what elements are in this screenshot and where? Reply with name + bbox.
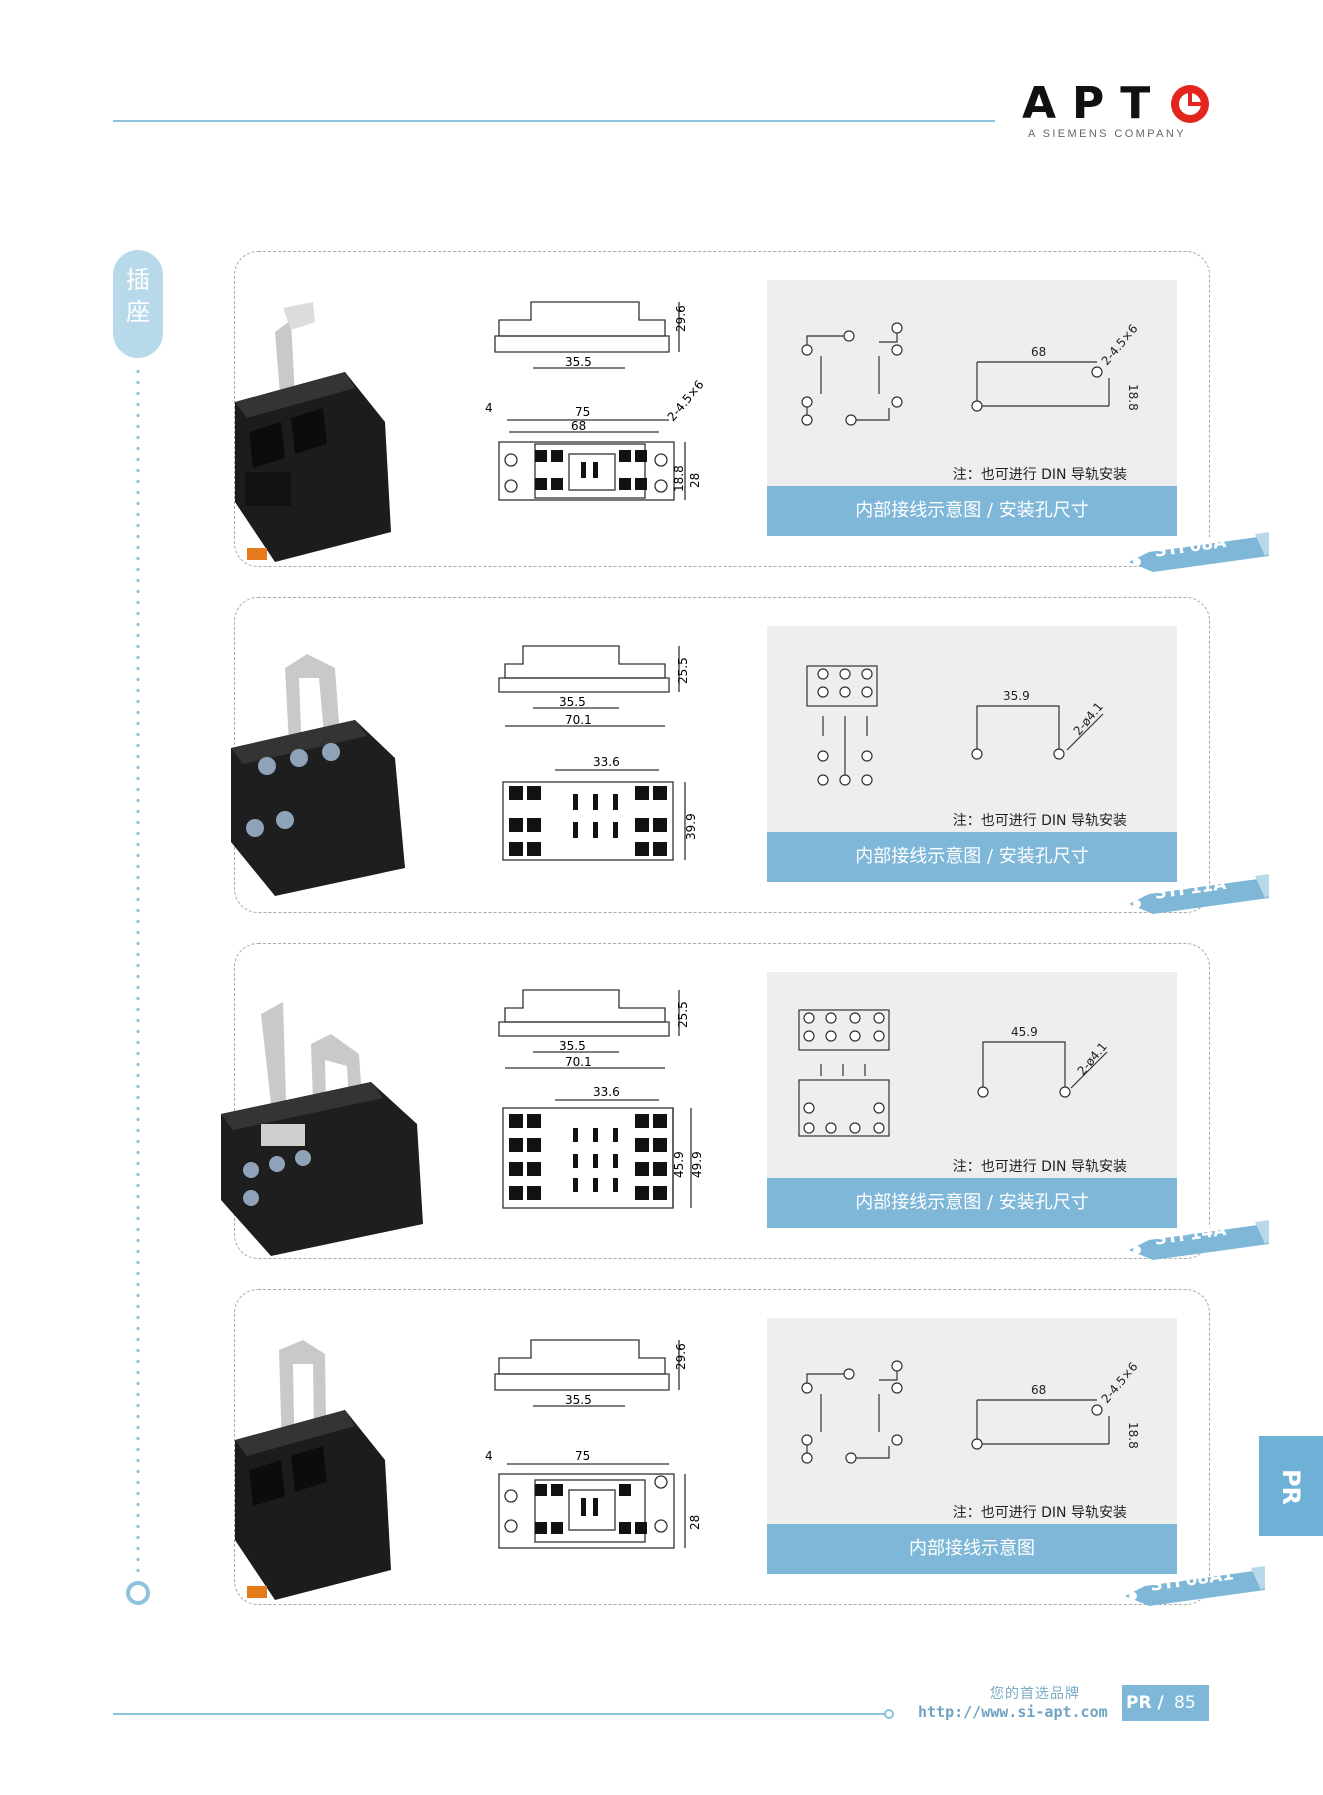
logo-text: APT (1022, 78, 1167, 129)
category-text: 插座 (126, 266, 150, 326)
dim-depth: 28 (688, 1515, 702, 1530)
wiring-panel: 45.9 2-ø4.1 注：也可进行 DIN 导轨安装 内部接线示意图 / 安装… (767, 972, 1177, 1228)
dim-side-height: 29.6 (674, 305, 688, 332)
dim-side-width: 35.5 (559, 1039, 586, 1053)
dim-depth: 39.9 (684, 813, 698, 840)
socket-photo (221, 1002, 423, 1256)
mount-pitch: 45.9 (1011, 1025, 1038, 1039)
model-tag: STF11A (1119, 874, 1269, 918)
footer-slogan: 您的首选品牌 (990, 1686, 1080, 1702)
dim-overall: 75 (575, 405, 590, 419)
dim-side-width: 35.5 (565, 355, 592, 369)
dim-side-width: 35.5 (559, 695, 586, 709)
product-card-stf08a1: 35.5 29.6 75 4 28 68 2-4.5×6 (234, 1289, 1265, 1606)
mount-hole: 2-4.5×6 (1099, 1360, 1141, 1406)
model-tag-shape (1125, 1566, 1265, 1606)
dim-hole-gap: 18.8 (672, 465, 686, 492)
din-rail-note: 注：也可进行 DIN 导轨安装 (952, 813, 1127, 829)
model-tag: STF14A (1119, 1220, 1269, 1264)
model-tag-shape (1129, 1220, 1269, 1260)
dimension-drawing (494, 301, 686, 501)
dim-side-height: 25.5 (676, 657, 690, 684)
section-tab-label: PR (1277, 1468, 1305, 1506)
dimension-labels: 35.5 25.5 70.1 33.6 39.9 (559, 657, 698, 840)
din-rail-note: 注：也可进行 DIN 导轨安装 (952, 1505, 1127, 1521)
din-rail-note: 注：也可进行 DIN 导轨安装 (952, 467, 1127, 483)
header-rule (113, 120, 995, 122)
wiring-panel: 68 2-4.5×6 18.8 注：也可进行 DIN 导轨安装 内部接线示意图 (767, 1318, 1177, 1574)
dim-overall: 75 (575, 1449, 590, 1463)
model-tag-shape (1129, 532, 1269, 572)
brand-logo: APT A SIEMENS COMPANY (1022, 78, 1222, 148)
dim-top-width: 33.6 (593, 755, 620, 769)
page-number-box: PR / 85 (1122, 1685, 1209, 1721)
socket-photo (235, 302, 391, 562)
dim-overall: 70.1 (565, 1055, 592, 1069)
footer-section: PR / (1126, 1693, 1164, 1713)
logo-clock-icon (1171, 85, 1209, 123)
category-tab: 插座 (113, 250, 163, 358)
model-tag-shape (1129, 874, 1269, 914)
dimension-drawing (494, 1339, 686, 1549)
dim-pitch: 68 (571, 419, 586, 433)
panel-caption: 内部接线示意图 / 安装孔尺寸 (767, 832, 1177, 882)
product-card-stf11a: 35.5 25.5 70.1 33.6 39.9 35.9 2-ø4.1 (231, 597, 1269, 914)
dim-side-height: 29.6 (674, 1343, 688, 1370)
product-card-stf08a: 35.5 29.6 75 68 4 2-4.5×6 28 18.8 (234, 251, 1269, 572)
mount-hole: 2-ø4.1 (1075, 1040, 1110, 1078)
din-rail-note: 注：也可进行 DIN 导轨安装 (952, 1159, 1127, 1175)
timeline-end-circle (126, 1581, 150, 1605)
dim-side-width: 35.5 (565, 1393, 592, 1407)
mount-pitch: 35.9 (1003, 689, 1030, 703)
logo-tagline: A SIEMENS COMPANY (1028, 128, 1186, 140)
dimension-labels: 35.5 29.6 75 4 28 (485, 1343, 702, 1530)
dim-side-height: 25.5 (676, 1001, 690, 1028)
dim-depth-2: 49.9 (690, 1151, 704, 1178)
mount-pitch: 68 (1031, 345, 1046, 359)
dotted-timeline (136, 366, 140, 1576)
dim-overall: 70.1 (565, 713, 592, 727)
panel-caption: 内部接线示意图 (767, 1524, 1177, 1574)
dim-top-width: 33.6 (593, 1085, 620, 1099)
wiring-diagram: 68 2-4.5×6 18.8 (801, 322, 1141, 426)
mount-hole: 2-ø4.1 (1071, 700, 1106, 738)
dim-depth: 28 (688, 473, 702, 488)
page-number: 85 (1174, 1693, 1196, 1713)
dimension-drawing (498, 989, 692, 1209)
model-tag: STF08A (1119, 532, 1269, 576)
wiring-panel: 35.9 2-ø4.1 注：也可进行 DIN 导轨安装 内部接线示意图 / 安装… (767, 626, 1177, 882)
dim-edge: 4 (485, 1449, 493, 1463)
socket-photo (235, 1340, 391, 1600)
model-tag: STF08A1 (1115, 1564, 1265, 1610)
footer-rule-end (884, 1709, 894, 1719)
wiring-panel: 68 2-4.5×6 18.8 注：也可进行 DIN 导轨安装 内部接线示意图 … (767, 280, 1177, 536)
category-label: 插座 (113, 264, 163, 328)
dimension-drawing (498, 645, 686, 861)
dimension-labels: 35.5 25.5 70.1 33.6 45.9 49.9 (559, 1001, 704, 1178)
mount-gap: 18.8 (1126, 384, 1140, 411)
socket-photo (231, 654, 405, 896)
dim-edge: 4 (485, 401, 493, 415)
panel-caption: 内部接线示意图 / 安装孔尺寸 (767, 1178, 1177, 1228)
mount-gap: 18.8 (1126, 1422, 1140, 1449)
panel-caption: 内部接线示意图 / 安装孔尺寸 (767, 486, 1177, 536)
mount-hole: 2-4.5×6 (1099, 322, 1141, 368)
footer-url-link[interactable]: http://www.si-apt.com (918, 1703, 1108, 1721)
wiring-diagram: 35.9 2-ø4.1 (806, 665, 1106, 786)
footer-rule (113, 1713, 885, 1715)
wiring-diagram: 68 2-4.5×6 18.8 (801, 1360, 1141, 1464)
mount-pitch: 68 (1031, 1383, 1046, 1397)
section-tab: PR (1259, 1436, 1323, 1536)
wiring-diagram: 45.9 2-ø4.1 (798, 1009, 1110, 1137)
dim-hole: 2-4.5×6 (665, 378, 707, 424)
dim-depth: 45.9 (672, 1151, 686, 1178)
dimension-labels: 35.5 29.6 75 68 4 2-4.5×6 28 18.8 (485, 305, 707, 492)
product-card-stf14a: 35.5 25.5 70.1 33.6 45.9 49.9 45.9 (221, 943, 1269, 1260)
